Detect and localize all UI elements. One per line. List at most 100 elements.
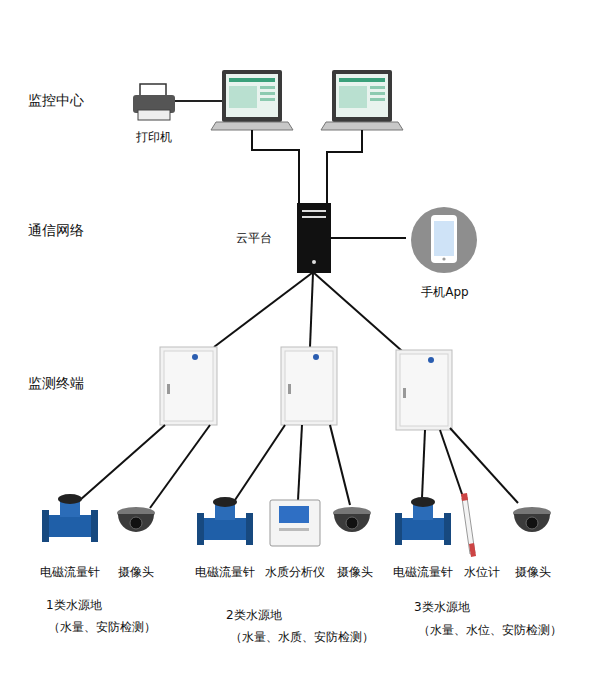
server-slot	[302, 210, 326, 212]
laptop-base	[321, 122, 403, 130]
cabinet-door	[400, 354, 448, 426]
cabinet-handle	[403, 388, 406, 398]
node-caption: 手机App	[421, 285, 468, 300]
screen-bar	[339, 78, 385, 82]
analyzer-screen	[279, 506, 309, 523]
laptop-base	[211, 122, 293, 130]
level-gauge-node: 水位计	[460, 490, 504, 580]
camera-dome	[514, 514, 550, 532]
tier-label: 通信网络	[28, 221, 118, 239]
cabinet-body	[281, 347, 337, 425]
screen-line	[260, 98, 275, 101]
screen-line	[260, 92, 275, 95]
meter-flange	[246, 513, 253, 545]
phone-screen	[434, 221, 454, 256]
level-gauge-icon	[461, 493, 476, 557]
device-wire	[422, 430, 425, 498]
meter-cap	[213, 497, 237, 507]
node-caption: 电磁流量针	[393, 565, 453, 580]
camera-lens	[526, 517, 538, 529]
meter-cap	[411, 497, 435, 507]
server-led	[312, 260, 316, 264]
meter-pipe	[45, 515, 95, 537]
analyzer-line	[279, 528, 309, 531]
tier-label: 监测终端	[28, 374, 118, 392]
cabinet-logo	[428, 357, 434, 363]
flowmeter-icon	[197, 497, 253, 545]
analyzer-icon	[270, 500, 320, 546]
screen-line	[370, 86, 385, 89]
analyzer-node: 水质分析仪	[262, 492, 328, 580]
meter-flange	[91, 510, 98, 542]
gauge-cap	[461, 493, 468, 501]
camera-dome	[118, 514, 154, 532]
camera-node: 摄像头	[330, 492, 380, 580]
tier-label: 监控中心	[28, 91, 118, 109]
device-wire	[298, 425, 302, 500]
cabinet-body	[160, 347, 217, 425]
group-note: （水量、安防检测）	[48, 619, 198, 635]
meter-flange	[197, 513, 204, 545]
device-wire	[450, 428, 518, 503]
camera-icon	[117, 507, 155, 532]
cabinet-body	[396, 350, 452, 430]
camera-node: 摄像头	[108, 492, 164, 580]
camera-dome	[334, 514, 370, 532]
device-wire	[80, 425, 165, 500]
meter-flange	[42, 510, 49, 542]
camera-lens	[346, 517, 358, 529]
node-caption: 打印机	[136, 130, 172, 145]
flowmeter-icon	[42, 494, 98, 542]
screen-line	[370, 92, 385, 95]
laptop-wire	[252, 130, 299, 205]
phone-app-node: 手机App	[406, 205, 484, 300]
printer-tray	[138, 110, 170, 120]
server-icon	[297, 203, 331, 273]
node-caption: 摄像头	[337, 565, 373, 580]
printer-icon	[133, 84, 175, 120]
printer-paper	[140, 84, 166, 96]
screen-panel	[339, 86, 367, 108]
meter-flange	[395, 513, 402, 545]
phone-circle	[411, 207, 477, 273]
phone-button	[442, 257, 445, 260]
laptop-icon	[211, 70, 293, 130]
network-wire	[310, 273, 313, 347]
screen-line	[370, 98, 385, 101]
printer-wire	[175, 100, 222, 102]
device-wire	[440, 430, 463, 497]
flowmeter-node: 电磁流量针	[388, 492, 458, 580]
group-title: 2类水源地	[226, 607, 346, 623]
meter-pipe	[398, 518, 448, 540]
link-line	[331, 238, 406, 239]
server-slot	[302, 216, 326, 218]
link-stroke	[331, 237, 406, 239]
device-wire	[235, 425, 285, 500]
meter-flange	[444, 513, 451, 545]
cabinet-icon	[160, 347, 217, 425]
group-title: 3类水源地	[414, 599, 534, 615]
node-caption: 水质分析仪	[265, 565, 325, 580]
group-title: 1类水源地	[46, 597, 166, 613]
meter-pipe	[200, 518, 250, 540]
laptop-bezel	[332, 70, 392, 122]
node-caption: 电磁流量针	[40, 565, 100, 580]
flowmeter-node: 电磁流量针	[190, 492, 260, 580]
laptop-bezel	[222, 70, 282, 122]
screen-panel	[229, 86, 257, 108]
laptop-wire	[327, 130, 362, 205]
node-caption: 摄像头	[118, 565, 154, 580]
camera-lens	[130, 517, 142, 529]
screen-bar	[229, 78, 275, 82]
network-wire	[214, 273, 312, 347]
cabinet-handle	[288, 384, 291, 394]
cloud-platform-node: 云平台	[236, 203, 331, 273]
group-note: （水量、水位、安防检测）	[418, 622, 590, 638]
laptop-screen	[336, 74, 388, 117]
device-wire	[330, 425, 350, 505]
cabinet-door	[285, 351, 333, 421]
group-note: （水量、水质、安防检测）	[230, 629, 400, 645]
